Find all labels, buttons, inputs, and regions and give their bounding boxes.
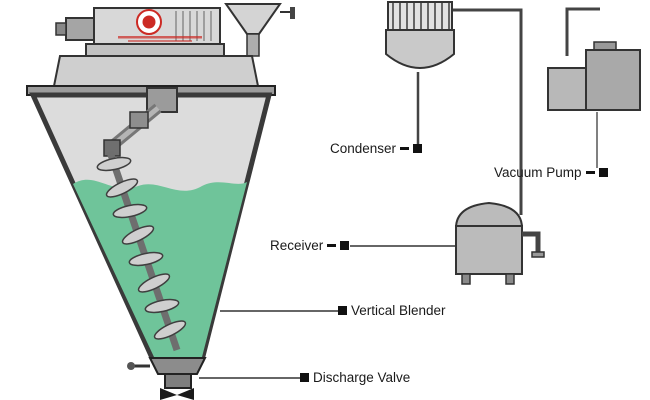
valve-handle-knob: [127, 362, 135, 370]
vacuum-pump-motor-block: [547, 67, 587, 111]
receiver-leg-left: [461, 273, 471, 285]
pipe-vacuum-pump-inlet: [565, 7, 600, 56]
label-discharge-valve: Discharge Valve: [300, 370, 410, 385]
motor-fins: [175, 11, 212, 41]
motor-shaft-end: [55, 22, 67, 36]
label-condenser-text: Condenser: [330, 141, 397, 156]
vacuum-pump-body: [585, 49, 641, 111]
material-fill: [73, 179, 247, 357]
discharge-stem: [164, 373, 192, 389]
condenser-vessel: [385, 1, 455, 69]
screw-flights: [96, 156, 187, 340]
condenser-tick: [400, 147, 410, 150]
label-receiver: Receiver: [270, 238, 350, 253]
receiver-side-pipe: [522, 231, 541, 252]
receiver-tick: [327, 244, 337, 247]
auger-arm-joint: [129, 111, 149, 129]
label-condenser: Condenser: [330, 141, 423, 156]
discharge-cone: [148, 357, 207, 375]
vacuum-pump-tick: [585, 171, 595, 174]
receiver-vessel: [454, 201, 545, 285]
vertical-blender: [26, 3, 295, 400]
motor-coupling: [65, 17, 95, 41]
discharge-valve: [127, 357, 207, 400]
vertical-blender-marker: [338, 306, 347, 315]
hopper-valve-handle: [290, 7, 295, 19]
receiver-pipe-flange: [531, 251, 545, 258]
discharge-valve-marker: [300, 373, 309, 382]
vacuum-pump: [547, 41, 641, 111]
butterfly-valve-left: [160, 388, 177, 400]
receiver-body: [455, 225, 523, 275]
brand-text-mark: [118, 36, 202, 39]
label-vacuum-pump: Vacuum Pump: [494, 165, 608, 180]
label-vertical-blender-text: Vertical Blender: [351, 303, 446, 318]
condenser-tubes: [392, 3, 450, 29]
label-vacuum-pump-text: Vacuum Pump: [494, 165, 582, 180]
receiver-leg-right: [505, 273, 515, 285]
butterfly-valve-right: [177, 388, 194, 400]
receiver-marker: [340, 241, 350, 250]
condenser-shell: [385, 29, 455, 69]
receiver-dome: [454, 201, 524, 229]
label-vertical-blender: Vertical Blender: [338, 303, 446, 318]
feed-hopper: [224, 3, 282, 35]
feed-hopper-stem: [246, 33, 260, 57]
vacuum-pump-marker: [598, 168, 608, 177]
label-receiver-text: Receiver: [270, 238, 324, 253]
label-discharge-valve-text: Discharge Valve: [313, 370, 411, 385]
blender-lid: [52, 55, 260, 87]
condenser-marker: [413, 144, 423, 153]
brand-text-mark-2: [128, 40, 192, 42]
brand-logo-icon: [142, 15, 156, 29]
pipe-condenser-to-receiver: [452, 8, 523, 215]
